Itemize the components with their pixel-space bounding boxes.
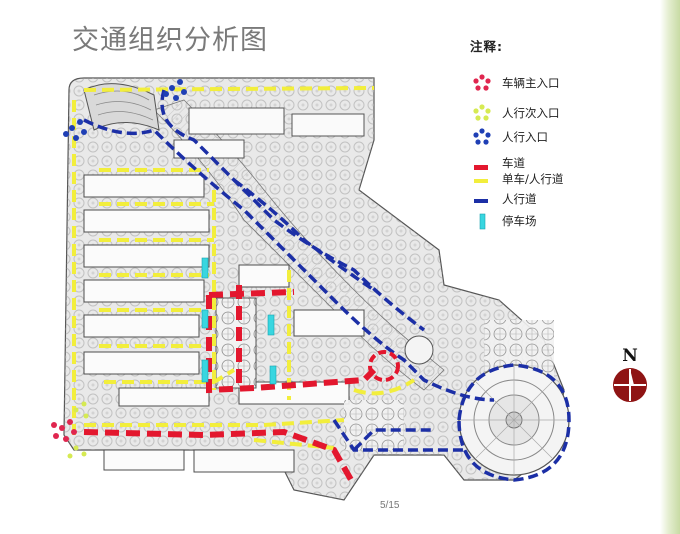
entrance-pedestrian-map-nw: [63, 119, 87, 141]
legend-item-bike-pedestrian-road: 单车/人行道: [470, 170, 563, 188]
legend-heading: 注释:: [470, 39, 503, 54]
legend-label: 车道: [502, 156, 525, 170]
site-plan-map: [51, 77, 571, 501]
dash-icon: [474, 165, 488, 170]
parking-bar-icon: [479, 213, 486, 230]
vehicle-roads: [83, 285, 377, 487]
asterisk-dots-icon: [473, 128, 491, 145]
building-group-north: [173, 107, 365, 159]
compass-icon: N: [613, 346, 647, 402]
legend: 注释: 车辆主入口 人行次入口 人行入口 车道: [470, 36, 630, 230]
north-compass: N: [608, 345, 652, 405]
legend-label: 人行次入口: [502, 106, 560, 120]
legend-label: 人行入口: [502, 130, 548, 144]
bike-pedestrian-routes: [72, 86, 416, 450]
pedestrian-routes: [83, 89, 571, 482]
parking-areas: [201, 257, 277, 385]
decorative-green-strip: [660, 0, 680, 534]
legend-item-vehicle-road: 车道: [470, 154, 525, 172]
legend-item-main-vehicle-entrance: 车辆主入口: [470, 74, 560, 92]
legend-item-secondary-pedestrian-entrance: 人行次入口: [470, 104, 560, 122]
legend-label: 人行道: [502, 192, 537, 206]
legend-label: 车辆主入口: [502, 76, 560, 90]
small-rotunda: [404, 335, 434, 365]
tree-grid-south: [344, 400, 404, 450]
compass-label: N: [622, 346, 638, 366]
page-title: 交通组织分析图: [72, 25, 268, 56]
vehicle-entrance-marker-east: [368, 350, 400, 382]
circular-plaza: [458, 364, 570, 476]
dash-icon: [474, 179, 488, 183]
entrance-vehicle-main-map: [51, 419, 77, 442]
dash-icon: [474, 199, 488, 203]
asterisk-dots-icon: [473, 74, 491, 91]
entrance-pedestrian-map-n: [163, 79, 187, 101]
asterisk-dots-icon: [473, 104, 491, 121]
legend-label: 单车/人行道: [502, 172, 564, 186]
entrance-pedestrian-secondary-map: [67, 401, 89, 459]
page-indicator: 5/15: [380, 500, 400, 511]
legend-label: 停车场: [502, 214, 537, 228]
legend-item-pedestrian-road: 人行道: [470, 190, 537, 208]
legend-item-pedestrian-entrance: 人行入口: [470, 128, 548, 146]
legend-item-parking: 停车场: [470, 212, 537, 230]
